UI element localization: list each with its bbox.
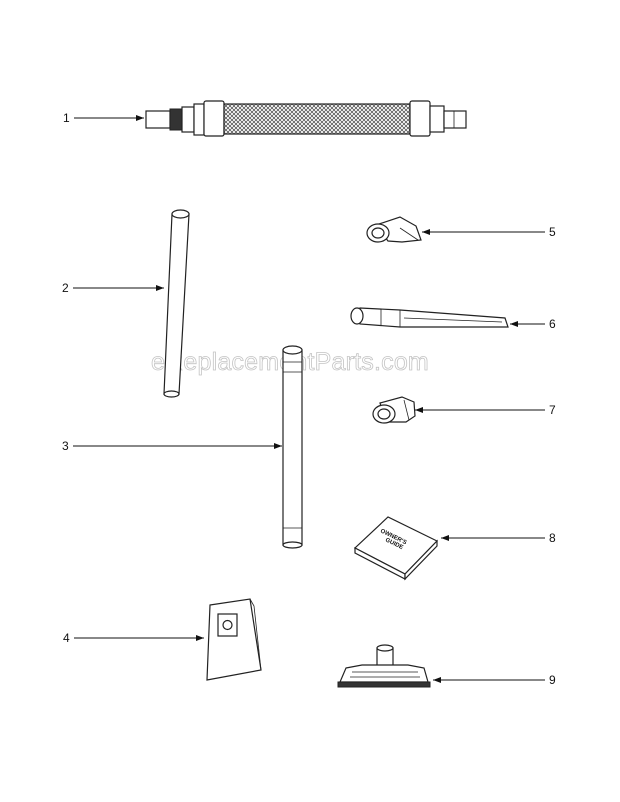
- part-hose[interactable]: [145, 100, 467, 137]
- part-wand-lower[interactable]: [282, 345, 303, 549]
- part-floor-brush[interactable]: [337, 644, 431, 688]
- callout-6-label: 6: [549, 317, 556, 331]
- callout-1-label: 1: [63, 111, 70, 125]
- part-crevice-tool[interactable]: [350, 307, 509, 328]
- part-wand-upper[interactable]: [163, 209, 190, 398]
- callout-2-label: 2: [62, 281, 69, 295]
- callout-3-label: 3: [62, 439, 69, 453]
- callout-7-label: 7: [549, 403, 556, 417]
- part-owners-guide[interactable]: OWNER'S GUIDE: [353, 516, 439, 581]
- callout-5-label: 5: [549, 225, 556, 239]
- part-upholstery-nozzle[interactable]: [372, 396, 416, 424]
- part-dusting-brush[interactable]: [366, 216, 422, 243]
- part-dust-bag[interactable]: [206, 598, 262, 681]
- callout-8-label: 8: [549, 531, 556, 545]
- callout-9-label: 9: [549, 673, 556, 687]
- callout-4-label: 4: [63, 631, 70, 645]
